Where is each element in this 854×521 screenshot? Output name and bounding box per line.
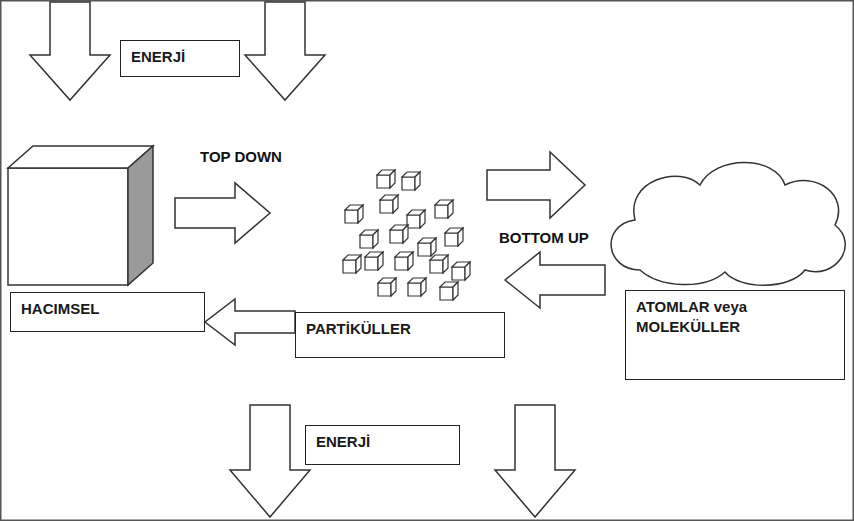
particle-cube bbox=[390, 225, 408, 243]
particle-face bbox=[380, 200, 393, 213]
particle-face bbox=[440, 287, 453, 300]
particle-face bbox=[377, 175, 390, 188]
particle-face bbox=[448, 200, 453, 218]
particle-cube bbox=[430, 255, 448, 273]
atom-cloud bbox=[611, 163, 845, 286]
box-label: HACIMSEL bbox=[21, 299, 194, 319]
particle-face bbox=[378, 252, 383, 270]
particle-cube bbox=[395, 252, 413, 270]
particle-face bbox=[407, 215, 420, 228]
particle-face bbox=[356, 255, 361, 273]
process-arrow bbox=[505, 252, 605, 308]
particle-face bbox=[402, 177, 415, 190]
particle-face bbox=[378, 283, 391, 296]
particle-face bbox=[358, 205, 363, 223]
bulk-cube bbox=[128, 146, 153, 285]
box-label: ENERJİ bbox=[316, 432, 449, 452]
energy-box: ENERJİ bbox=[120, 40, 240, 77]
particle-face bbox=[435, 205, 448, 218]
particle-cube bbox=[407, 210, 425, 228]
particle-face bbox=[395, 257, 408, 270]
particle-face bbox=[420, 210, 425, 228]
bulk-box: HACIMSEL bbox=[10, 292, 205, 332]
particle-face bbox=[418, 243, 431, 256]
particle-face bbox=[408, 283, 421, 296]
particle-face bbox=[421, 278, 426, 296]
particle-face bbox=[465, 262, 470, 280]
energy-arrow bbox=[495, 405, 575, 517]
flow-arrow bbox=[205, 299, 295, 345]
process-label: BOTTOM UP bbox=[497, 229, 591, 246]
energy-box: ENERJİ bbox=[305, 425, 460, 465]
atoms-box: ATOMLAR veya MOLEKÜLLER bbox=[625, 290, 845, 380]
particle-face bbox=[393, 195, 398, 213]
process-arrow bbox=[175, 183, 270, 243]
particle-face bbox=[430, 260, 443, 273]
particle-face bbox=[431, 238, 436, 256]
particle-cube bbox=[377, 170, 395, 188]
particle-cube bbox=[380, 195, 398, 213]
particle-cube bbox=[445, 228, 463, 246]
particle-cube bbox=[378, 278, 396, 296]
particle-face bbox=[343, 260, 356, 273]
particle-cube bbox=[402, 172, 420, 190]
particle-face bbox=[345, 210, 358, 223]
particle-face bbox=[408, 252, 413, 270]
particle-cube bbox=[435, 200, 453, 218]
box-label: PARTİKÜLLER bbox=[306, 319, 494, 339]
particle-face bbox=[453, 282, 458, 300]
energy-arrow bbox=[245, 2, 325, 100]
particle-face bbox=[452, 267, 465, 280]
particle-cube bbox=[343, 255, 361, 273]
process-label: TOP DOWN bbox=[198, 148, 284, 165]
process-arrow bbox=[487, 152, 585, 218]
particle-cube bbox=[345, 205, 363, 223]
particle-cube bbox=[360, 230, 378, 248]
particle-face bbox=[445, 233, 458, 246]
energy-arrow bbox=[230, 405, 310, 517]
particle-face bbox=[360, 235, 373, 248]
bulk-cube bbox=[8, 168, 128, 285]
particle-face bbox=[365, 257, 378, 270]
particle-face bbox=[390, 170, 395, 188]
particle-cube bbox=[418, 238, 436, 256]
particles bbox=[343, 170, 470, 300]
particle-cube bbox=[365, 252, 383, 270]
particle-face bbox=[443, 255, 448, 273]
particle-cube bbox=[408, 278, 426, 296]
particles-box: PARTİKÜLLER bbox=[295, 312, 505, 358]
particle-face bbox=[458, 228, 463, 246]
energy-arrow bbox=[30, 2, 110, 100]
particle-face bbox=[373, 230, 378, 248]
particle-face bbox=[390, 230, 403, 243]
particle-face bbox=[391, 278, 396, 296]
particle-cube bbox=[452, 262, 470, 280]
box-label: ENERJİ bbox=[131, 47, 229, 67]
particle-face bbox=[403, 225, 408, 243]
particle-face bbox=[415, 172, 420, 190]
particle-cube bbox=[440, 282, 458, 300]
box-label: ATOMLAR veya MOLEKÜLLER bbox=[636, 297, 834, 338]
